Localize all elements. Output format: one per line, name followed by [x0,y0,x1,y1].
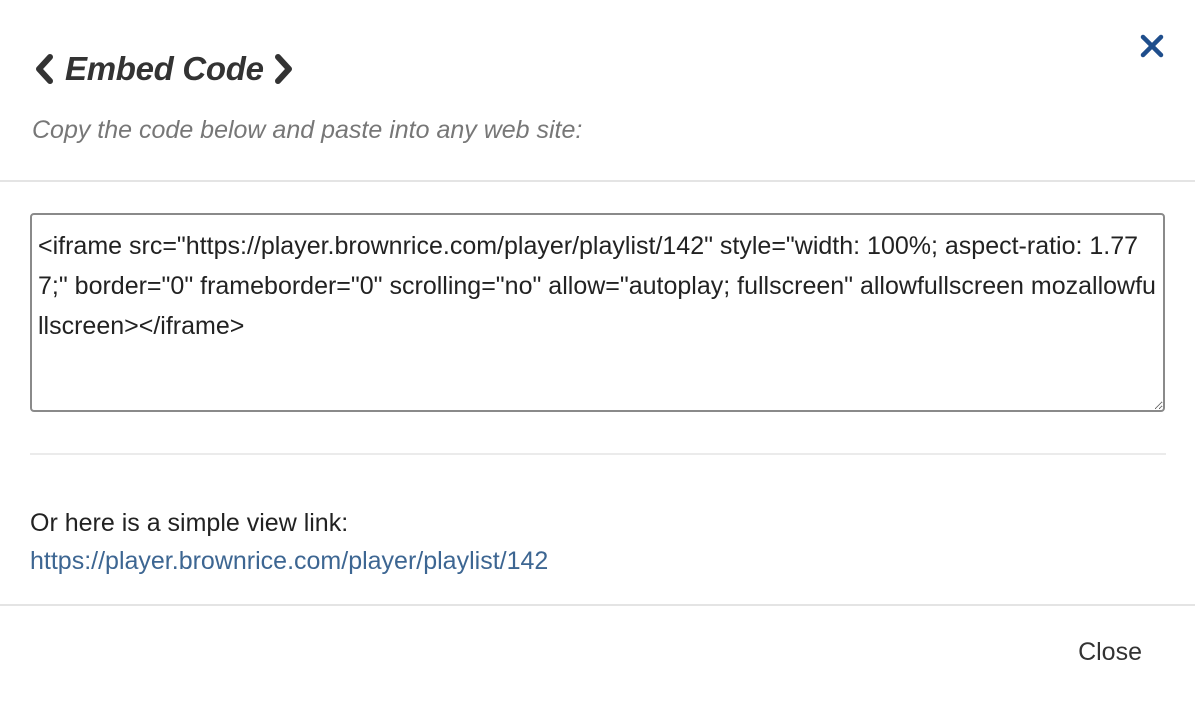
view-link-label: Or here is a simple view link: [30,509,349,537]
dialog-header: Embed Code Copy the code below and paste… [0,0,1195,182]
close-icon[interactable] [1139,33,1165,59]
dialog-body: <iframe src="https://player.brownrice.co… [0,182,1195,606]
title-row: Embed Code [33,50,295,88]
view-link[interactable]: https://player.brownrice.com/player/play… [30,547,549,575]
divider [30,453,1166,455]
page-title: Embed Code [65,50,264,87]
dialog-footer: Close [0,606,1195,715]
embed-code-textarea[interactable]: <iframe src="https://player.brownrice.co… [30,213,1165,412]
chevron-left-icon[interactable] [33,53,55,85]
close-button[interactable]: Close [1078,638,1142,666]
dialog-subtitle: Copy the code below and paste into any w… [32,116,583,144]
chevron-right-icon[interactable] [273,53,295,85]
